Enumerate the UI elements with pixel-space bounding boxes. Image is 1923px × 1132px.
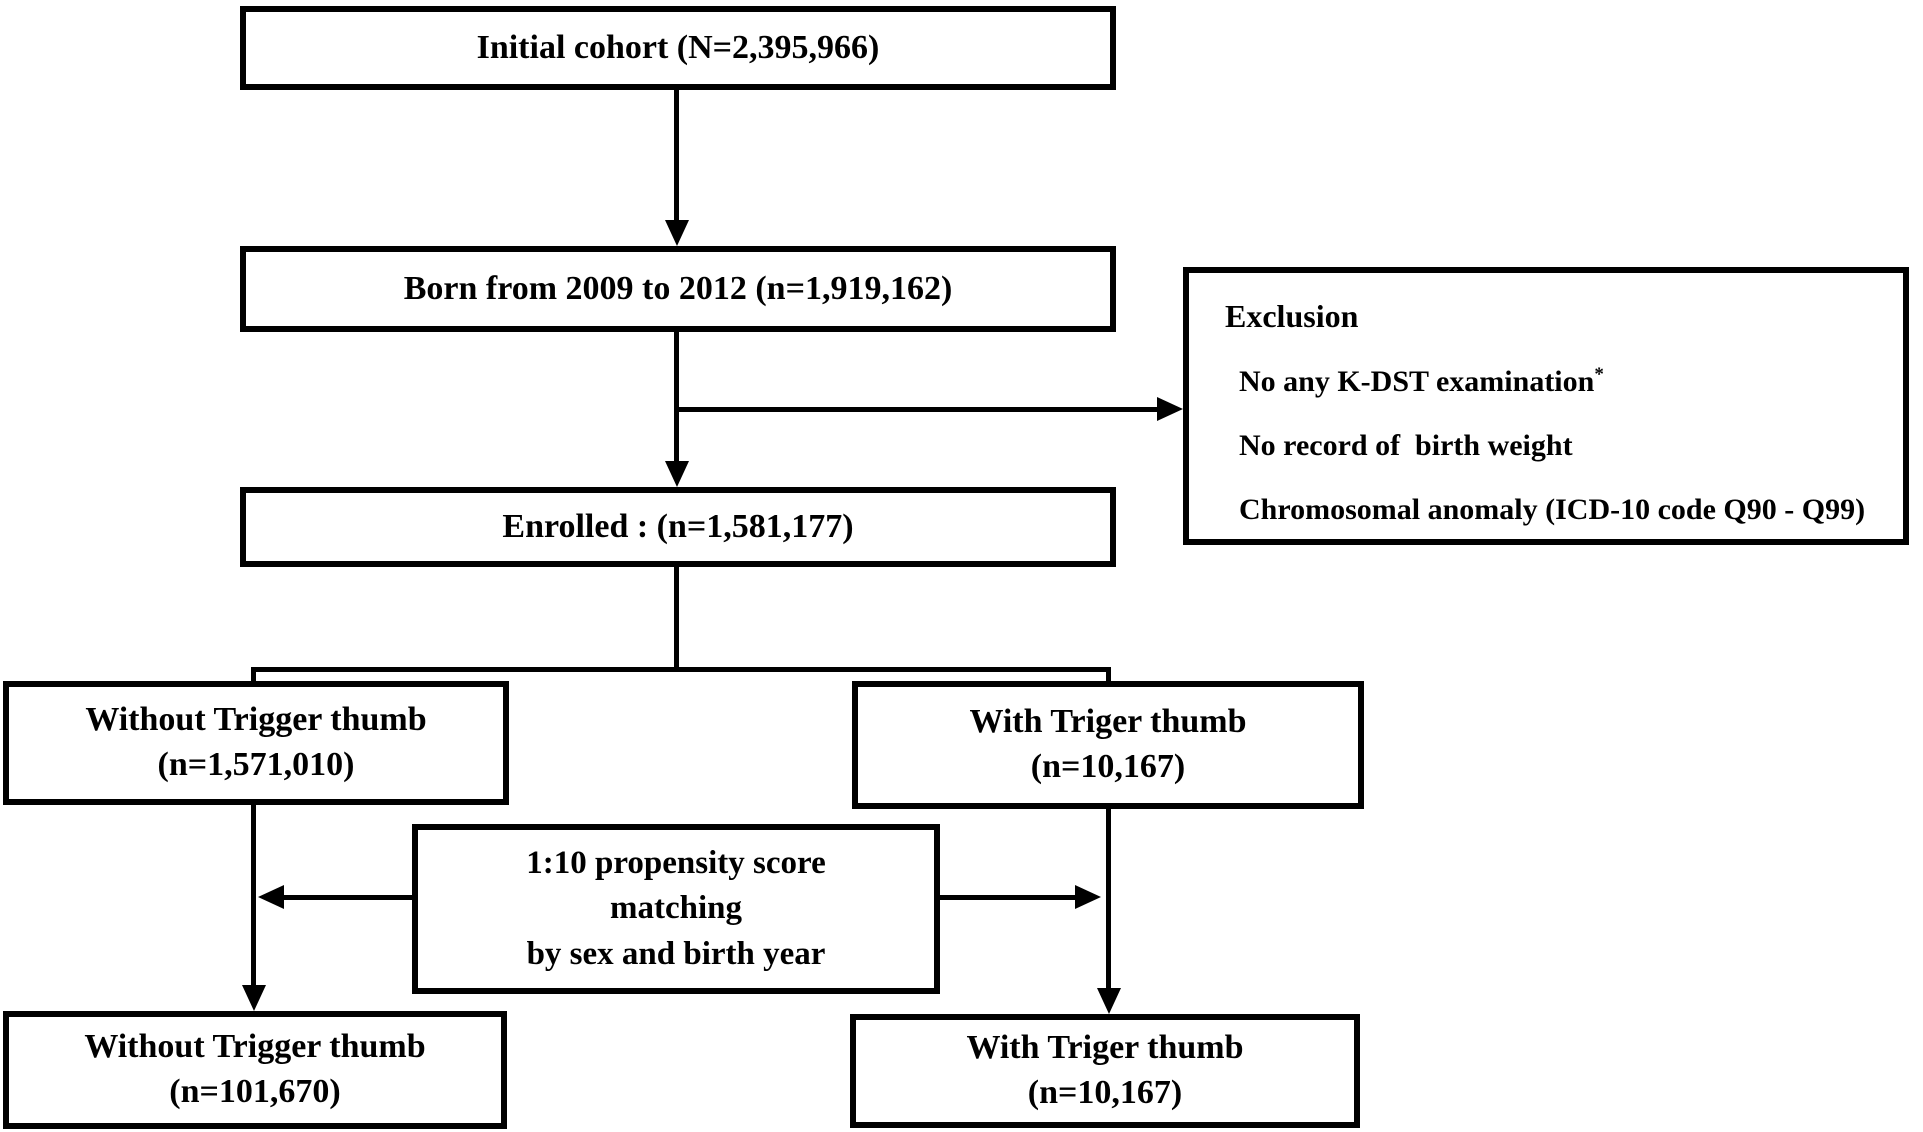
exclusion-item: No any K-DST examination*	[1225, 365, 1893, 398]
exclusion-item-text: No any K-DST examination	[1239, 365, 1595, 399]
arrow-down-icon	[665, 220, 689, 246]
with-trigger-thumb-matched-box: With Triger thumb (n=10,167)	[850, 1014, 1360, 1128]
arrow-down-icon	[242, 985, 266, 1011]
without-trigger-thumb-matched-count: (n=101,670)	[169, 1073, 341, 1110]
initial-cohort-box: Initial cohort (N=2,395,966)	[240, 6, 1116, 90]
exclusion-item-text: No record of birth weight	[1239, 429, 1573, 463]
without-trigger-thumb-unmatched-box: Without Trigger thumb (n=1,571,010)	[3, 681, 509, 805]
connector-to-exclusion	[676, 407, 1158, 412]
with-trigger-thumb-unmatched-count: (n=10,167)	[1030, 748, 1186, 785]
exclusion-item: Chromosomal anomaly (ICD-10 code Q90 - Q…	[1225, 493, 1893, 526]
without-trigger-thumb-unmatched-count: (n=1,571,010)	[157, 746, 355, 783]
propensity-matching-line1: 1:10 propensity score	[526, 844, 826, 881]
connector-split-horizontal	[251, 667, 1111, 672]
exclusion-box: Exclusion No any K-DST examination* No r…	[1183, 267, 1909, 545]
connector-matching-left	[282, 895, 412, 900]
connector-left-to-matched	[251, 805, 256, 987]
exclusion-item-text: Chromosomal anomaly (ICD-10 code Q90 - Q…	[1239, 493, 1866, 527]
arrow-right-icon	[1075, 885, 1101, 909]
without-trigger-thumb-matched-label: Without Trigger thumb	[84, 1028, 426, 1066]
with-trigger-thumb-unmatched-label: With Triger thumb	[969, 703, 1247, 741]
without-trigger-thumb-unmatched-label: Without Trigger thumb	[85, 701, 427, 739]
born-cohort-box: Born from 2009 to 2012 (n=1,919,162)	[240, 246, 1116, 332]
exclusion-item-superscript: *	[1594, 364, 1604, 386]
connector-split-right-stub	[1106, 667, 1111, 683]
born-cohort-label: Born from 2009 to 2012 (n=1,919,162)	[403, 269, 953, 307]
enrolled-box: Enrolled : (n=1,581,177)	[240, 487, 1116, 567]
connector-enrolled-stem	[674, 567, 679, 670]
connector-initial-to-born	[674, 90, 679, 222]
propensity-matching-line3: by sex and birth year	[526, 935, 826, 972]
exclusion-title: Exclusion	[1225, 298, 1359, 334]
with-trigger-thumb-matched-count: (n=10,167)	[1027, 1074, 1183, 1111]
with-trigger-thumb-unmatched-box: With Triger thumb (n=10,167)	[852, 681, 1364, 809]
arrow-down-icon	[1097, 988, 1121, 1014]
propensity-matching-line2: matching	[610, 890, 742, 927]
connector-split-left-stub	[251, 667, 256, 683]
connector-matching-right	[940, 895, 1075, 900]
exclusion-item: No record of birth weight	[1225, 429, 1893, 462]
arrow-left-icon	[258, 885, 284, 909]
arrow-right-icon	[1157, 397, 1183, 421]
initial-cohort-label: Initial cohort (N=2,395,966)	[476, 28, 880, 66]
without-trigger-thumb-matched-box: Without Trigger thumb (n=101,670)	[3, 1011, 507, 1129]
with-trigger-thumb-matched-label: With Triger thumb	[966, 1029, 1244, 1067]
connector-born-to-enrolled	[674, 332, 679, 462]
propensity-matching-box: 1:10 propensity score matching by sex an…	[412, 824, 940, 994]
connector-right-to-matched	[1106, 809, 1111, 990]
arrow-down-icon	[665, 461, 689, 487]
enrolled-label: Enrolled : (n=1,581,177)	[502, 507, 854, 545]
